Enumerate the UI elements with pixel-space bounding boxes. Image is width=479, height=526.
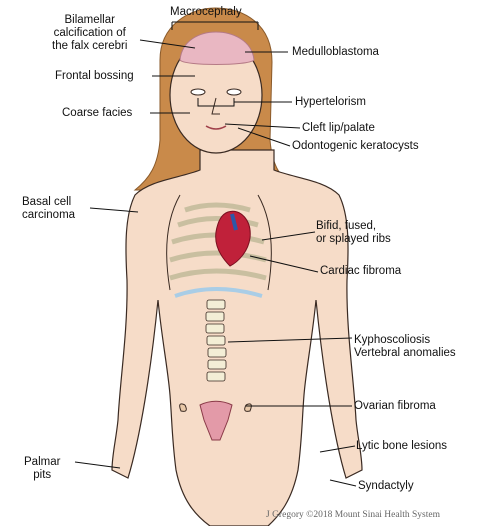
label-frontal-bossing: Frontal bossing (55, 70, 134, 83)
spine (206, 300, 226, 381)
label-odontogenic-keratocysts: Odontogenic keratocysts (292, 140, 419, 153)
label-hypertelorism: Hypertelorism (295, 96, 366, 109)
label-cardiac-fibroma: Cardiac fibroma (320, 265, 401, 278)
right-ovary (245, 404, 252, 412)
label-lytic-bone-lesions: Lytic bone lesions (356, 440, 447, 453)
right-eye (227, 89, 241, 95)
label-coarse-facies: Coarse facies (62, 107, 132, 120)
label-ovarian-fibroma: Ovarian fibroma (354, 400, 436, 413)
credit-line: J Gregory ©2018 Mount Sinai Health Syste… (266, 510, 440, 520)
label-bifid-ribs: Bifid, fused, or splayed ribs (316, 220, 391, 246)
label-syndactyly: Syndactyly (358, 480, 414, 493)
label-basal-cell-carcinoma: Basal cell carcinoma (22, 196, 75, 222)
left-ovary (180, 404, 187, 412)
label-medulloblastoma: Medulloblastoma (292, 46, 379, 59)
label-cleft-lip-palate: Cleft lip/palate (302, 122, 375, 135)
left-eye (191, 89, 205, 95)
label-kyphoscoliosis: Kyphoscoliosis Vertebral anomalies (354, 334, 456, 360)
label-bilamellar-calcification: Bilamellar calcification of the falx cer… (52, 14, 127, 53)
label-palmar-pits: Palmar pits (24, 456, 60, 482)
label-macrocephaly: Macrocephaly (170, 6, 242, 19)
